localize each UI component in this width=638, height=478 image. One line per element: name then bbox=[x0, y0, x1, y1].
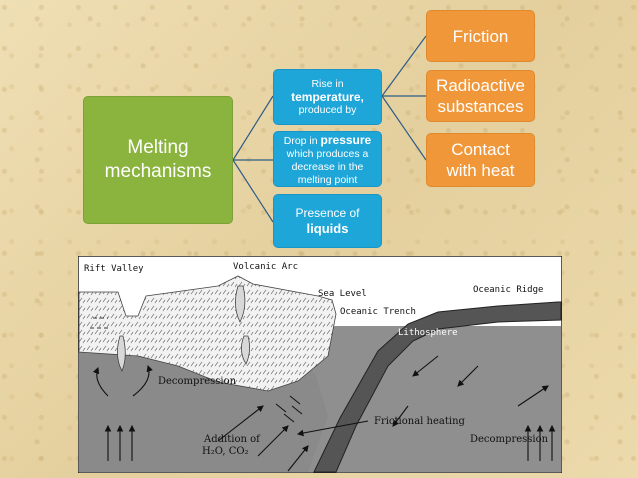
oceanic-trench-label: Oceanic Trench bbox=[340, 307, 416, 317]
oceanic-plate bbox=[313, 301, 562, 473]
liquids-pre: Presence of bbox=[295, 206, 360, 220]
pressure-post: which produces a decrease in the melting… bbox=[286, 148, 369, 186]
radioactive-box: Radioactive substances bbox=[426, 70, 535, 122]
friction-label: Friction bbox=[452, 26, 509, 46]
rift-valley-faults bbox=[90, 317, 110, 329]
friction-box: Friction bbox=[426, 10, 535, 62]
rift-valley-label: Rift Valley bbox=[84, 264, 144, 274]
addition-of-label: Addition of bbox=[203, 434, 261, 445]
lithosphere-label: Lithosphere bbox=[398, 328, 458, 338]
pressure-bold: pressure bbox=[320, 133, 372, 147]
frictional-heating-label: Frictional heating bbox=[374, 416, 466, 427]
pressure-pre: Drop in bbox=[283, 135, 318, 147]
contact-label: Contact with heat bbox=[446, 140, 515, 180]
decompression-left-label: Decompression bbox=[158, 376, 237, 387]
melting-mechanisms-label: Melting mechanisms bbox=[104, 137, 212, 182]
continental-crust bbox=[78, 275, 337, 392]
oceanic-ridge-label: Oceanic Ridge bbox=[473, 285, 543, 295]
melting-mechanisms-box: Melting mechanisms bbox=[83, 96, 233, 224]
heat-marks bbox=[275, 395, 303, 423]
sea-level-label: Sea Level bbox=[318, 289, 367, 299]
temperature-pre: Rise in bbox=[311, 77, 344, 90]
liquids-box: Presence of liquids bbox=[273, 194, 382, 248]
sea bbox=[313, 297, 561, 307]
radioactive-label: Radioactive substances bbox=[436, 76, 525, 116]
decompression-right-label: Decompression bbox=[470, 434, 549, 445]
cross-section-diagram: Rift Valley Volcanic Arc Sea Level Ocean… bbox=[78, 256, 562, 473]
connector-lines bbox=[232, 35, 427, 223]
temperature-bold: temperature, bbox=[291, 89, 364, 104]
temperature-post: produced by bbox=[298, 103, 357, 116]
h2o-co2-label: H₂O, CO₂ bbox=[202, 446, 249, 457]
temperature-box: Rise in temperature, produced by bbox=[273, 69, 382, 125]
liquids-bold: liquids bbox=[306, 221, 349, 236]
contact-box: Contact with heat bbox=[426, 133, 535, 187]
volcanic-arc-label: Volcanic Arc bbox=[233, 262, 298, 272]
pressure-box: Drop in pressure which produces a decrea… bbox=[273, 131, 382, 187]
flow-arrows bbox=[92, 355, 556, 472]
magma-plumes bbox=[117, 285, 250, 372]
